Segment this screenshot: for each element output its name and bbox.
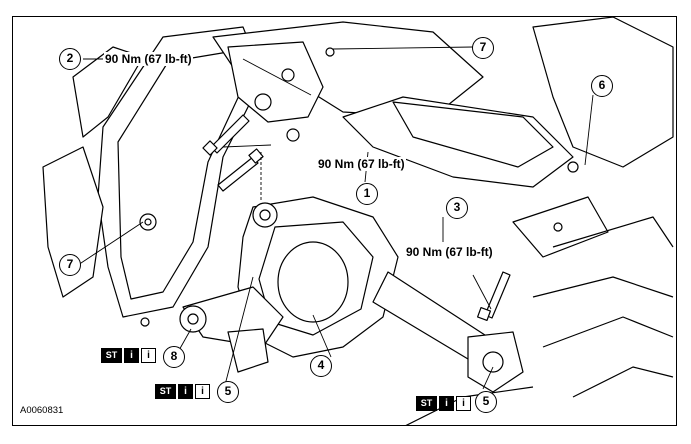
body-panel-left <box>42 26 264 318</box>
special-tool-icon: ST <box>101 348 122 363</box>
callout-7-top: 7 <box>472 37 494 59</box>
axle-tube <box>372 271 524 393</box>
callout-2: 2 <box>59 48 81 70</box>
diagram-frame: 2 90 Nm (67 lb-ft) 7 6 90 Nm (67 lb-ft) … <box>12 16 677 426</box>
icon-group-5-right: ST i i <box>416 396 471 411</box>
icon-group-5-left: ST i i <box>155 384 210 399</box>
callout-5-left: 5 <box>217 381 239 403</box>
callout-8: 8 <box>163 346 185 368</box>
mount-bolts <box>139 47 511 327</box>
info-solid-icon: i <box>178 384 193 399</box>
callout-7-left: 7 <box>59 254 81 276</box>
icon-group-8: ST i i <box>101 348 156 363</box>
callout-3: 3 <box>446 197 468 219</box>
special-tool-icon: ST <box>416 396 437 411</box>
info-outline-icon: i <box>456 396 471 411</box>
special-tool-icon: ST <box>155 384 176 399</box>
torque-spec-1: 90 Nm (67 lb-ft) <box>317 157 406 171</box>
info-solid-icon: i <box>439 396 454 411</box>
callout-5-right: 5 <box>475 391 497 413</box>
info-outline-icon: i <box>141 348 156 363</box>
support-arm <box>179 286 284 373</box>
figure-id: A0060831 <box>20 405 64 416</box>
floor-pan-right <box>405 216 674 425</box>
differential-mount-illustration <box>42 17 674 425</box>
mount-bracket-right <box>512 161 609 258</box>
info-outline-icon: i <box>195 384 210 399</box>
mount-bracket-upper <box>227 41 324 142</box>
callout-4: 4 <box>310 355 332 377</box>
leader-lines <box>77 46 594 390</box>
torque-spec-2: 90 Nm (67 lb-ft) <box>104 52 193 66</box>
callout-6: 6 <box>591 75 613 97</box>
info-solid-icon: i <box>124 348 139 363</box>
callout-1: 1 <box>356 183 378 205</box>
torque-spec-3: 90 Nm (67 lb-ft) <box>405 245 494 259</box>
